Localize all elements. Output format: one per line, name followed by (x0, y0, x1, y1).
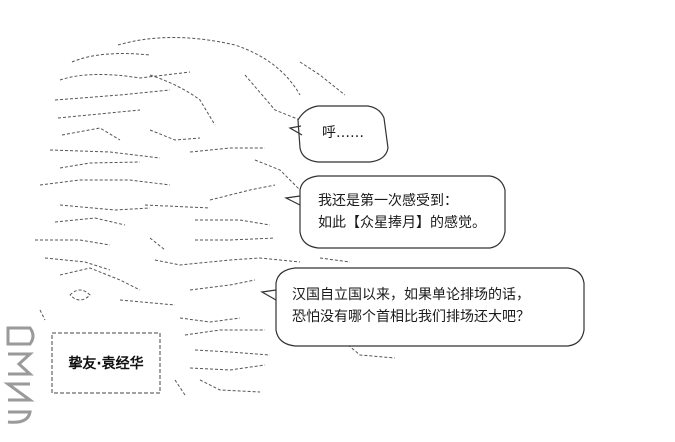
bubble3-line1: 汉国自立国以来，如果单论排场的话， (292, 287, 530, 303)
bubble2-line2: 如此【众星捧月】的感觉。 (318, 215, 486, 231)
bubble2-line1: 我还是第一次感受到： (318, 193, 458, 209)
bubble3-line2: 恐怕没有哪个首相比我们排场还大吧？ (292, 309, 530, 325)
bubble1-line1: 呼…… (322, 125, 364, 141)
dmzj-watermark-logo (3, 326, 35, 424)
character-caption: 挚友·袁经华 (68, 356, 144, 372)
